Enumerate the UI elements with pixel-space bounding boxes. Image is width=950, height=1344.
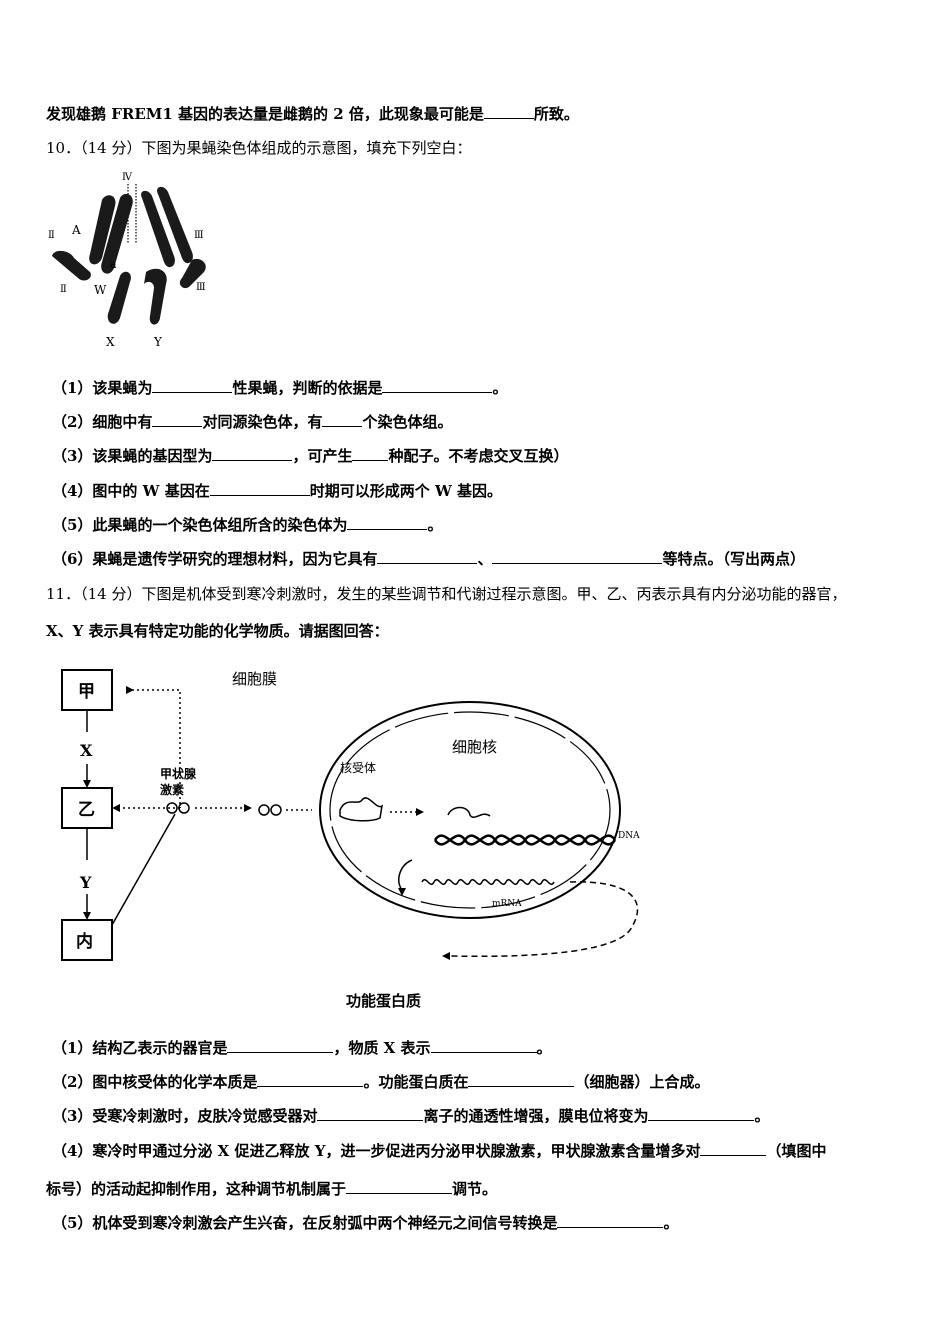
dna-label: DNA [618,831,640,841]
answer-blank[interactable] [557,1213,664,1228]
q10-2-c: 个染色体组。 [362,413,453,431]
answer-blank[interactable] [700,1141,767,1156]
q11-1-a: （1）结构乙表示的器官是 [52,1039,228,1057]
answer-blank[interactable] [430,1038,537,1053]
q10-6-b: 、 [477,550,493,568]
receptor-label: 核受体 [340,761,376,775]
answer-blank[interactable] [317,1106,424,1121]
q10-1-b: 性果蝇，判断的依据是 [232,379,383,397]
cell-membrane-label: 细胞膜 [232,670,277,688]
label-y-substance: Y [79,873,92,892]
q11-3-b: 离子的通透性增强，膜电位将变为 [423,1107,649,1125]
answer-blank[interactable] [352,446,389,461]
nucleus-label: 细胞核 [452,738,497,756]
hormone-label-2: 激素 [160,782,184,797]
box-yi: 乙 [78,800,95,820]
answer-blank[interactable] [152,412,203,427]
q11-header-1: 11．（14 分）下图是机体受到寒冷刺激时，发生的某些调节和代谢过程示意图。甲、… [46,585,847,603]
answer-blank[interactable] [483,104,534,119]
label-y: Y [153,335,163,349]
q11-2-b: 。功能蛋白质在 [363,1073,469,1091]
label-gene-A: A [71,223,81,237]
q11-item-5: （5）机体受到寒冷刺激会产生兴奋，在反射弧中两个神经元之间信号转换是 。 [52,1213,678,1233]
q11-3-a: （3）受寒冷刺激时，皮肤冷觉感受器对 [52,1107,318,1125]
label-x-substance: X [80,741,93,760]
q10-item-4: （4）图中的 W 基因在 时期可以形成两个 W 基因。 [52,481,502,501]
q11-4c-a: 标号）的活动起抑制作用，这种调节机制属于 [46,1180,347,1198]
q10-5-b: 。 [427,516,443,534]
top-line-text: 发现雄鹅 FREM1 基因的表达量是雌鹅的 2 倍，此现象最可能是 [46,105,484,123]
q11-5-a: （5）机体受到寒冷刺激会产生兴奋，在反射弧中两个神经元之间信号转换是 [52,1214,558,1232]
q10-4-a: （4）图中的 W 基因在 [52,482,210,500]
q11-item-1: （1）结构乙表示的器官是 ，物质 X 表示 。 [52,1038,552,1058]
q11-5-b: 。 [663,1214,679,1232]
q11-item-2: （2）图中核受体的化学本质是 。功能蛋白质在 （细胞器）上合成。 [52,1072,709,1092]
answer-blank[interactable] [492,549,663,564]
q10-item-6: （6）果蝇是遗传学研究的理想材料，因为它具有 、 等特点。（写出两点） [52,549,805,569]
q11-4c-b: 调节。 [452,1180,498,1198]
q11-item-3: （3）受寒冷刺激时，皮肤冷觉感受器对 离子的通透性增强，膜电位将变为 。 [52,1106,769,1126]
q10-5-a: （5）此果蝇的一个染色体组所含的染色体为 [52,516,348,534]
q10-3-b: ，可产生 [292,447,353,465]
answer-blank[interactable] [468,1072,575,1087]
q10-item-2: （2）细胞中有 对同源染色体，有 个染色体组。 [52,412,452,432]
answer-blank[interactable] [377,549,478,564]
q10-3-a: （3）该果蝇的基因型为 [52,447,213,465]
q10-2-a: （2）细胞中有 [52,413,153,431]
answer-blank[interactable] [347,515,428,530]
cold-regulation-diagram: 甲 乙 内 X Y 甲状腺 激素 细胞膜 细胞核 核受体 DNA mRNA [61,669,640,1010]
fruit-fly-chromosome-figure: Ⅳ Ⅱ Ⅲ A a Ⅱ W Ⅲ X Y [48,172,206,349]
hormone-label-1: 甲状腺 [160,766,197,781]
q10-2-b: 对同源染色体，有 [202,413,323,431]
q10-item-1: （1）该果蝇为 性果蝇，判断的依据是 。 [52,378,507,398]
q11-2-c: （细胞器）上合成。 [574,1073,710,1091]
label-ii-bot: Ⅱ [60,284,67,295]
answer-blank[interactable] [322,412,363,427]
answer-blank[interactable] [152,378,233,393]
q11-1-c: 。 [536,1039,552,1057]
functional-protein-label: 功能蛋白质 [346,992,421,1010]
q10-3-c: 种配子。不考虑交叉互换） [388,447,569,465]
answer-blank[interactable] [227,1038,334,1053]
q11-2-a: （2）图中核受体的化学本质是 [52,1073,258,1091]
q11-item-4-cont: 标号）的活动起抑制作用，这种调节机制属于 调节。 [46,1179,497,1199]
top-line: 发现雄鹅 FREM1 基因的表达量是雌鹅的 2 倍，此现象最可能是 所致。 [46,104,579,124]
q10-6-a: （6）果蝇是遗传学研究的理想材料，因为它具有 [52,550,378,568]
q10-header: 10．（14 分）下图为果蝇染色体组成的示意图，填充下列空白： [46,139,472,157]
q10-1-a: （1）该果蝇为 [52,379,153,397]
q11-3-c: 。 [754,1107,770,1125]
label-ii-top: Ⅱ [48,230,55,241]
label-gene-a: a [110,258,117,271]
q10-item-3: （3）该果蝇的基因型为 ，可产生 种配子。不考虑交叉互换） [52,446,568,466]
label-iv: Ⅳ [122,172,133,183]
top-line-end: 所致。 [533,105,579,123]
answer-blank[interactable] [212,446,293,461]
q10-item-5: （5）此果蝇的一个染色体组所含的染色体为 。 [52,515,442,535]
answer-blank[interactable] [382,378,493,393]
q11-4-a: （4）寒冷时甲通过分泌 X 促进乙释放 Y，进一步促进丙分泌甲状腺激素，甲状腺激… [52,1142,701,1160]
label-x: X [106,335,115,349]
q10-4-b: 时期可以形成两个 W 基因。 [309,482,503,500]
answer-blank[interactable] [257,1072,364,1087]
q10-1-c: 。 [492,379,508,397]
answer-blank[interactable] [209,481,310,496]
q11-1-b: ，物质 X 表示 [333,1039,431,1057]
q11-4-b: （填图中 [766,1142,827,1160]
q11-header-2: X、Y 表示具有特定功能的化学物质。请据图回答： [46,622,389,640]
label-iii-top: Ⅲ [194,230,204,241]
q11-item-4: （4）寒冷时甲通过分泌 X 促进乙释放 Y，进一步促进丙分泌甲状腺激素，甲状腺激… [52,1141,826,1161]
label-iii-bot: Ⅲ [196,282,206,293]
answer-blank[interactable] [648,1106,755,1121]
answer-blank[interactable] [346,1179,453,1194]
label-gene-W: W [94,283,107,297]
box-bing: 内 [76,931,93,952]
q10-6-c: 等特点。（写出两点） [662,550,805,568]
mrna-label: mRNA [492,899,522,909]
box-jia: 甲 [78,682,95,702]
